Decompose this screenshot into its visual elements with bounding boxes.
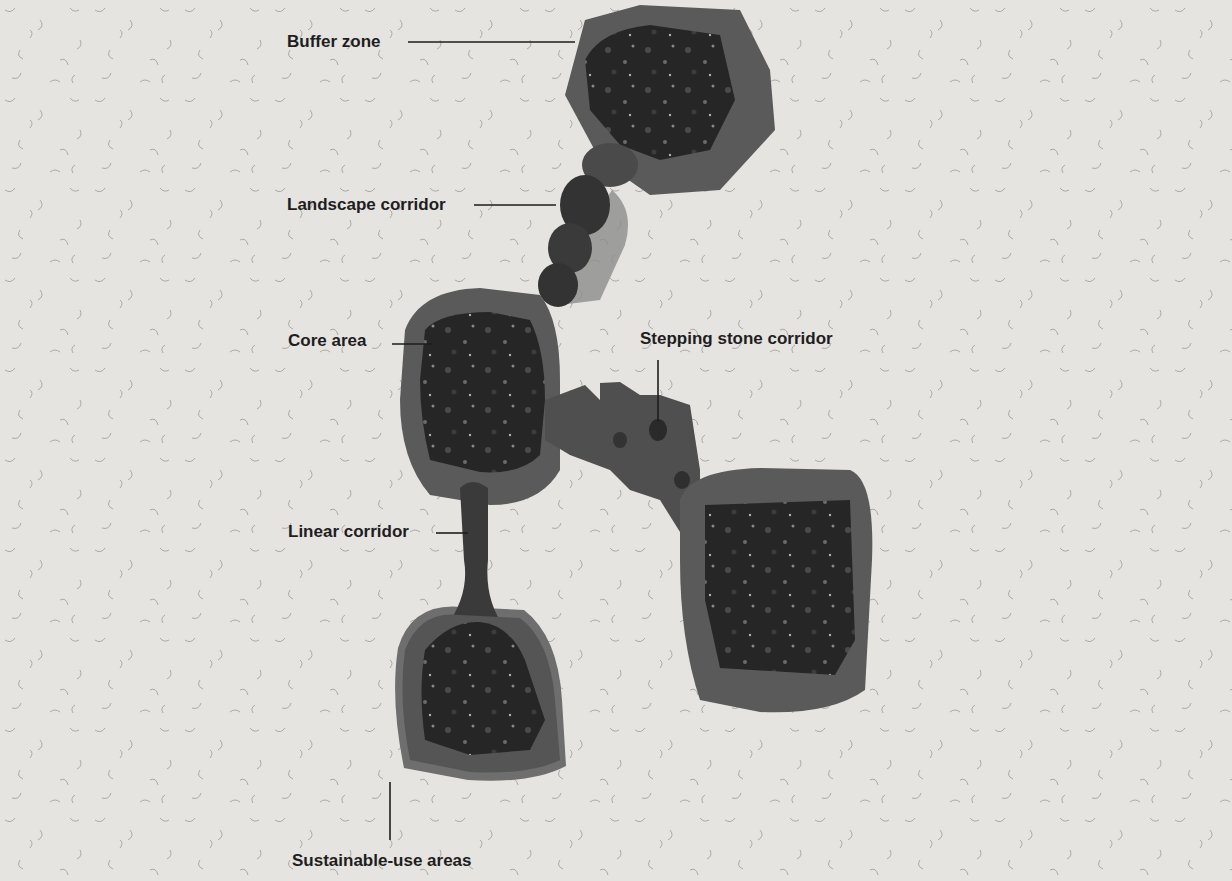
part-label: Landscape corridor bbox=[287, 196, 446, 215]
part-label: Stepping stone corridor bbox=[640, 330, 833, 349]
part-label: Core area bbox=[288, 332, 366, 351]
leader-lines bbox=[390, 42, 658, 840]
part-label: Linear corridor bbox=[288, 523, 409, 542]
part-label: Sustainable-use areas bbox=[292, 852, 472, 871]
part-label: Buffer zone bbox=[287, 33, 381, 52]
